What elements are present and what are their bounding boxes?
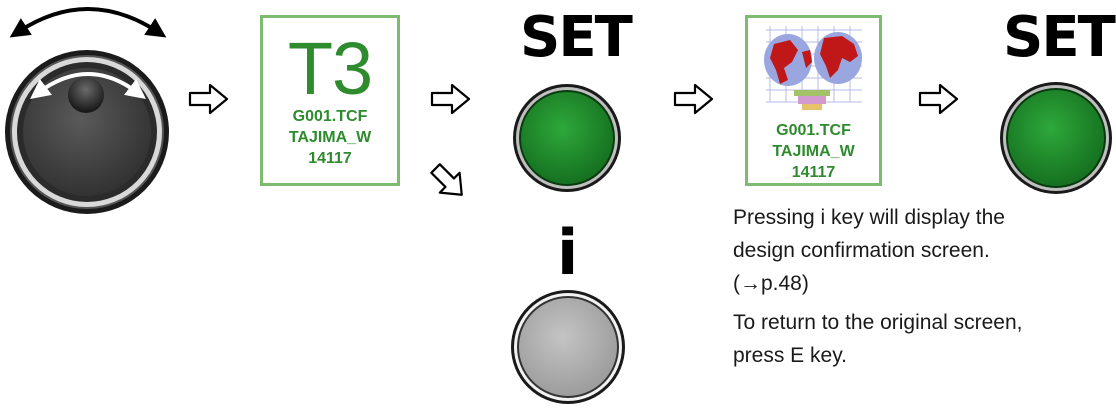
i-button[interactable] [509, 288, 627, 406]
arrow-right-3 [673, 82, 715, 116]
description-line: press E key. [733, 344, 847, 367]
arrow-right-1 [188, 82, 230, 116]
design-file-name: G001.TCF [776, 122, 851, 139]
display-screen-t3: T3 G001.TCF TAJIMA_W 14117 [260, 15, 400, 186]
outline-arrow-right-icon [188, 83, 229, 115]
gray-button-icon [511, 290, 625, 404]
arrow-right-2 [430, 82, 472, 116]
jog-dial[interactable] [0, 0, 175, 225]
design-stitch-count: 14117 [308, 150, 352, 167]
world-map-design-thumbnail [758, 22, 870, 120]
arrow-right-4 [918, 82, 960, 116]
set-key-label: SET [520, 5, 633, 70]
description-line: design confirmation screen. [733, 239, 990, 262]
design-title: TAJIMA_W [772, 143, 855, 160]
design-title: TAJIMA_W [288, 129, 372, 146]
design-file-name: G001.TCF [292, 108, 368, 125]
green-button-icon [513, 84, 621, 192]
green-button-icon [1000, 82, 1112, 194]
design-stitch-count: 14117 [791, 164, 836, 181]
outline-arrow-down-right-icon [430, 163, 463, 196]
arrow-down-right [426, 160, 472, 204]
set-key-label: SET [1003, 5, 1116, 70]
display-screen-design: G001.TCF TAJIMA_W 14117 [745, 15, 882, 186]
outline-arrow-right-icon [918, 83, 959, 115]
outline-arrow-right-icon [430, 83, 471, 115]
description-line: Pressing i key will display the [733, 206, 1005, 229]
description-line: To return to the original screen, [733, 311, 1023, 334]
set-button[interactable] [998, 80, 1114, 196]
outline-arrow-right-icon [673, 83, 714, 115]
set-button[interactable] [511, 82, 623, 194]
design-number-text: T3 [287, 27, 373, 110]
description-text: Pressing i key will display the design c… [733, 201, 1113, 372]
jog-dial-icon [5, 7, 169, 214]
page-reference-link[interactable]: (→p.48) [733, 272, 809, 295]
i-key-label: i [557, 216, 579, 289]
